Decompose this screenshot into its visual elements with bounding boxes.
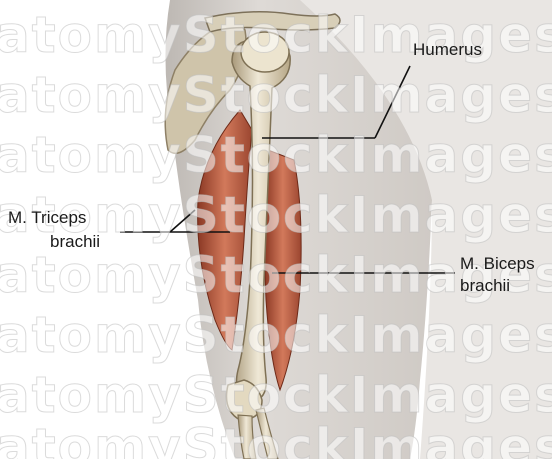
humeral-head: [241, 32, 289, 72]
biceps-label-line2: brachii: [460, 276, 510, 296]
biceps-label-line1: M. Biceps: [460, 254, 535, 274]
triceps-label-line1: M. Triceps: [8, 208, 86, 228]
humerus-label: Humerus: [413, 40, 482, 60]
triceps-label-line2: brachii: [50, 232, 100, 252]
